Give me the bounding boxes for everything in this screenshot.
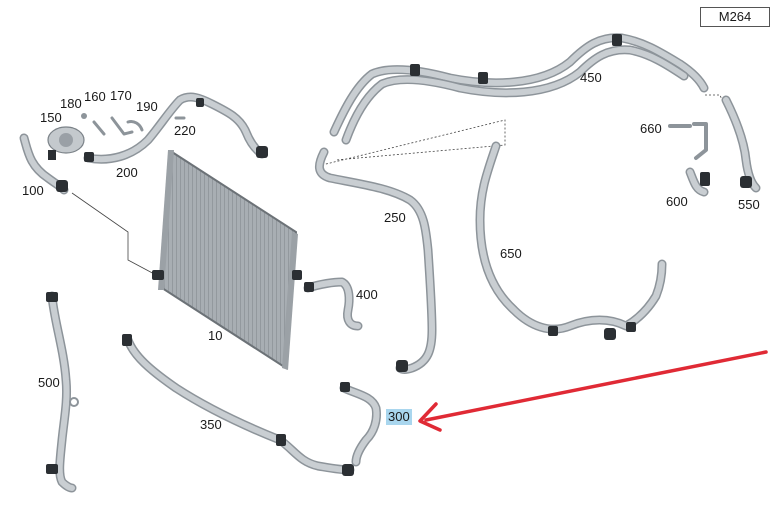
hose-350[interactable] xyxy=(122,334,355,476)
part-label-100[interactable]: 100 xyxy=(22,183,44,198)
hose-500[interactable] xyxy=(46,291,79,493)
bracket-660[interactable] xyxy=(668,122,708,160)
radiator-10[interactable] xyxy=(152,150,302,370)
engine-code-box: M264 xyxy=(700,7,770,27)
hose-400[interactable] xyxy=(303,277,363,331)
part-label-220[interactable]: 220 xyxy=(174,123,196,138)
part-label-200[interactable]: 200 xyxy=(116,165,138,180)
part-label-190[interactable]: 190 xyxy=(136,99,158,114)
hose-650[interactable] xyxy=(475,141,667,340)
part-label-300-highlighted[interactable]: 300 xyxy=(386,409,412,425)
part-label-650[interactable]: 650 xyxy=(500,246,522,261)
bracket-parts[interactable] xyxy=(81,113,186,136)
part-label-660[interactable]: 660 xyxy=(640,121,662,136)
part-label-10[interactable]: 10 xyxy=(208,328,223,343)
hose-550[interactable] xyxy=(721,95,761,193)
hose-250[interactable] xyxy=(315,147,437,374)
part-label-170[interactable]: 170 xyxy=(110,88,132,103)
pump-150[interactable] xyxy=(47,126,85,160)
leader-lines xyxy=(71,94,723,277)
hose-300[interactable] xyxy=(339,382,381,467)
part-label-400[interactable]: 400 xyxy=(356,287,378,302)
hose-450[interactable] xyxy=(329,33,709,145)
hose-600[interactable] xyxy=(685,167,710,197)
part-label-250[interactable]: 250 xyxy=(384,210,406,225)
part-label-160[interactable]: 160 xyxy=(84,89,106,104)
part-label-600[interactable]: 600 xyxy=(666,194,688,209)
part-label-550[interactable]: 550 xyxy=(738,197,760,212)
hose-200[interactable] xyxy=(83,92,268,164)
hose-100[interactable] xyxy=(19,133,69,195)
part-label-450[interactable]: 450 xyxy=(580,70,602,85)
part-label-350[interactable]: 350 xyxy=(200,417,222,432)
part-label-150[interactable]: 150 xyxy=(40,110,62,125)
part-label-500[interactable]: 500 xyxy=(38,375,60,390)
pointer-arrow xyxy=(418,350,768,432)
part-label-180[interactable]: 180 xyxy=(60,96,82,111)
